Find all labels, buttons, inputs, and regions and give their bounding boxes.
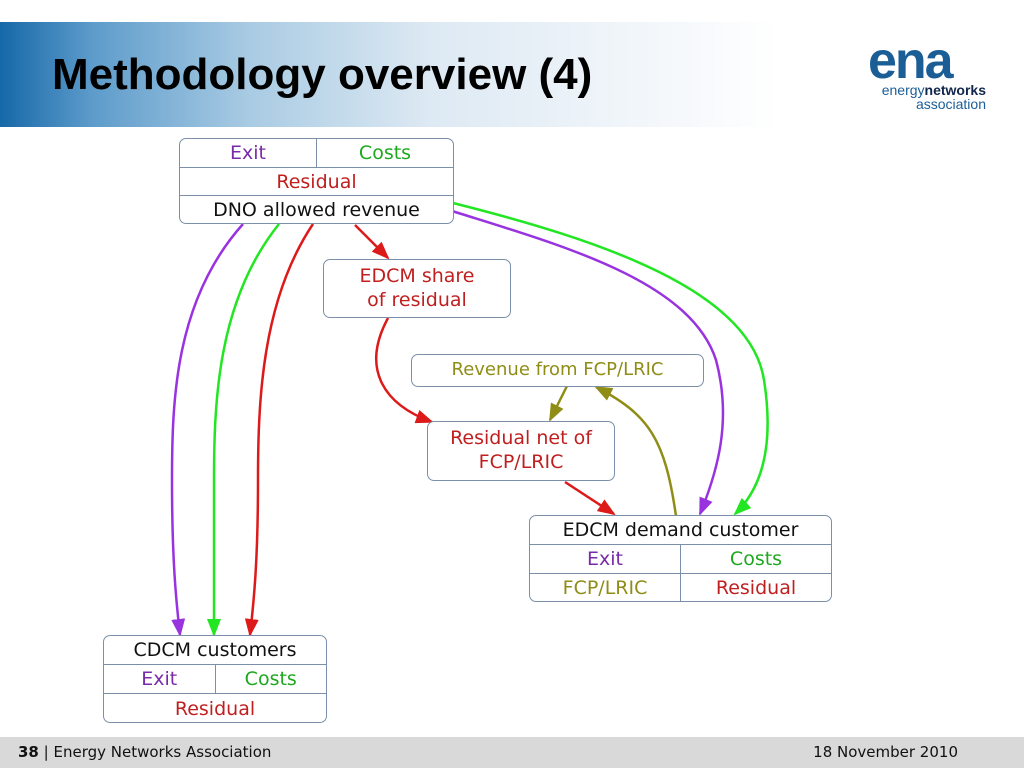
residual-net-line2: FCP/LRIC xyxy=(478,451,564,473)
cdcm-label: CDCM customers xyxy=(133,639,297,661)
logo-tagline-1: energynetworks xyxy=(881,82,986,98)
cdcm-residual: Residual xyxy=(174,697,256,720)
node-residual-net: Residual net of FCP/LRIC xyxy=(427,421,615,481)
edcm-share-line1: EDCM share xyxy=(359,264,475,287)
logo-tagline-2: association xyxy=(915,96,986,112)
arrow-share-residual-net xyxy=(375,317,434,424)
arrow-revenue-residual-net xyxy=(548,385,569,422)
node-revenue-fcp: Revenue from FCP/LRIC xyxy=(411,354,704,387)
footer-date: 18 November 2010 xyxy=(813,743,958,761)
logo-mark-text: ena xyxy=(868,38,955,84)
edcm-demand-costs: Costs xyxy=(680,545,831,573)
dno-residual: Residual xyxy=(276,170,357,193)
footer-left: 38 | Energy Networks Association xyxy=(18,743,271,761)
footer-separator: | xyxy=(43,743,49,761)
slide-title: Methodology overview (4) xyxy=(52,50,593,99)
node-edcm-share: EDCM share of residual xyxy=(323,259,511,318)
arrow-dno-edcm-share xyxy=(354,224,390,260)
residual-net-line1: Residual net of xyxy=(450,427,592,450)
arrow-dno-cdcm-costs xyxy=(207,223,280,637)
page-number: 38 xyxy=(18,743,39,761)
arrow-edcm-revenue xyxy=(594,385,678,517)
footer-organization: Energy Networks Association xyxy=(53,743,272,761)
dno-label: DNO allowed revenue xyxy=(213,199,420,221)
edcm-demand-residual: Residual xyxy=(680,574,831,601)
arrow-dno-edcm-exit xyxy=(451,209,725,516)
edcm-share-line2: of residual xyxy=(367,288,467,311)
ena-logo: ena energynetworks association xyxy=(868,38,990,114)
arrow-dno-cdcm-residual xyxy=(244,223,315,637)
arrow-dno-edcm-costs xyxy=(452,201,769,516)
node-dno-allowed-revenue: Exit Costs Residual DNO allowed revenue xyxy=(179,138,454,224)
edcm-demand-exit: Exit xyxy=(587,548,623,570)
cdcm-costs: Costs xyxy=(214,665,327,693)
dno-costs: Costs xyxy=(316,139,453,167)
header-band xyxy=(0,22,780,127)
arrow-residual-net-edcm xyxy=(564,480,616,516)
edcm-demand-fcp: FCP/LRIC xyxy=(562,577,648,599)
node-cdcm-customers: CDCM customers Exit Costs Residual xyxy=(103,635,327,723)
node-edcm-demand-customer: EDCM demand customer Exit Costs FCP/LRIC… xyxy=(529,515,832,602)
edcm-demand-label: EDCM demand customer xyxy=(562,519,799,541)
dno-exit: Exit xyxy=(230,142,266,164)
cdcm-exit: Exit xyxy=(141,668,178,690)
ena-logo-mark: ena xyxy=(868,38,957,84)
arrow-dno-cdcm-exit xyxy=(170,223,244,637)
footer-bar: 38 | Energy Networks Association 18 Nove… xyxy=(0,737,1024,768)
revenue-fcp-label: Revenue from FCP/LRIC xyxy=(451,359,664,381)
